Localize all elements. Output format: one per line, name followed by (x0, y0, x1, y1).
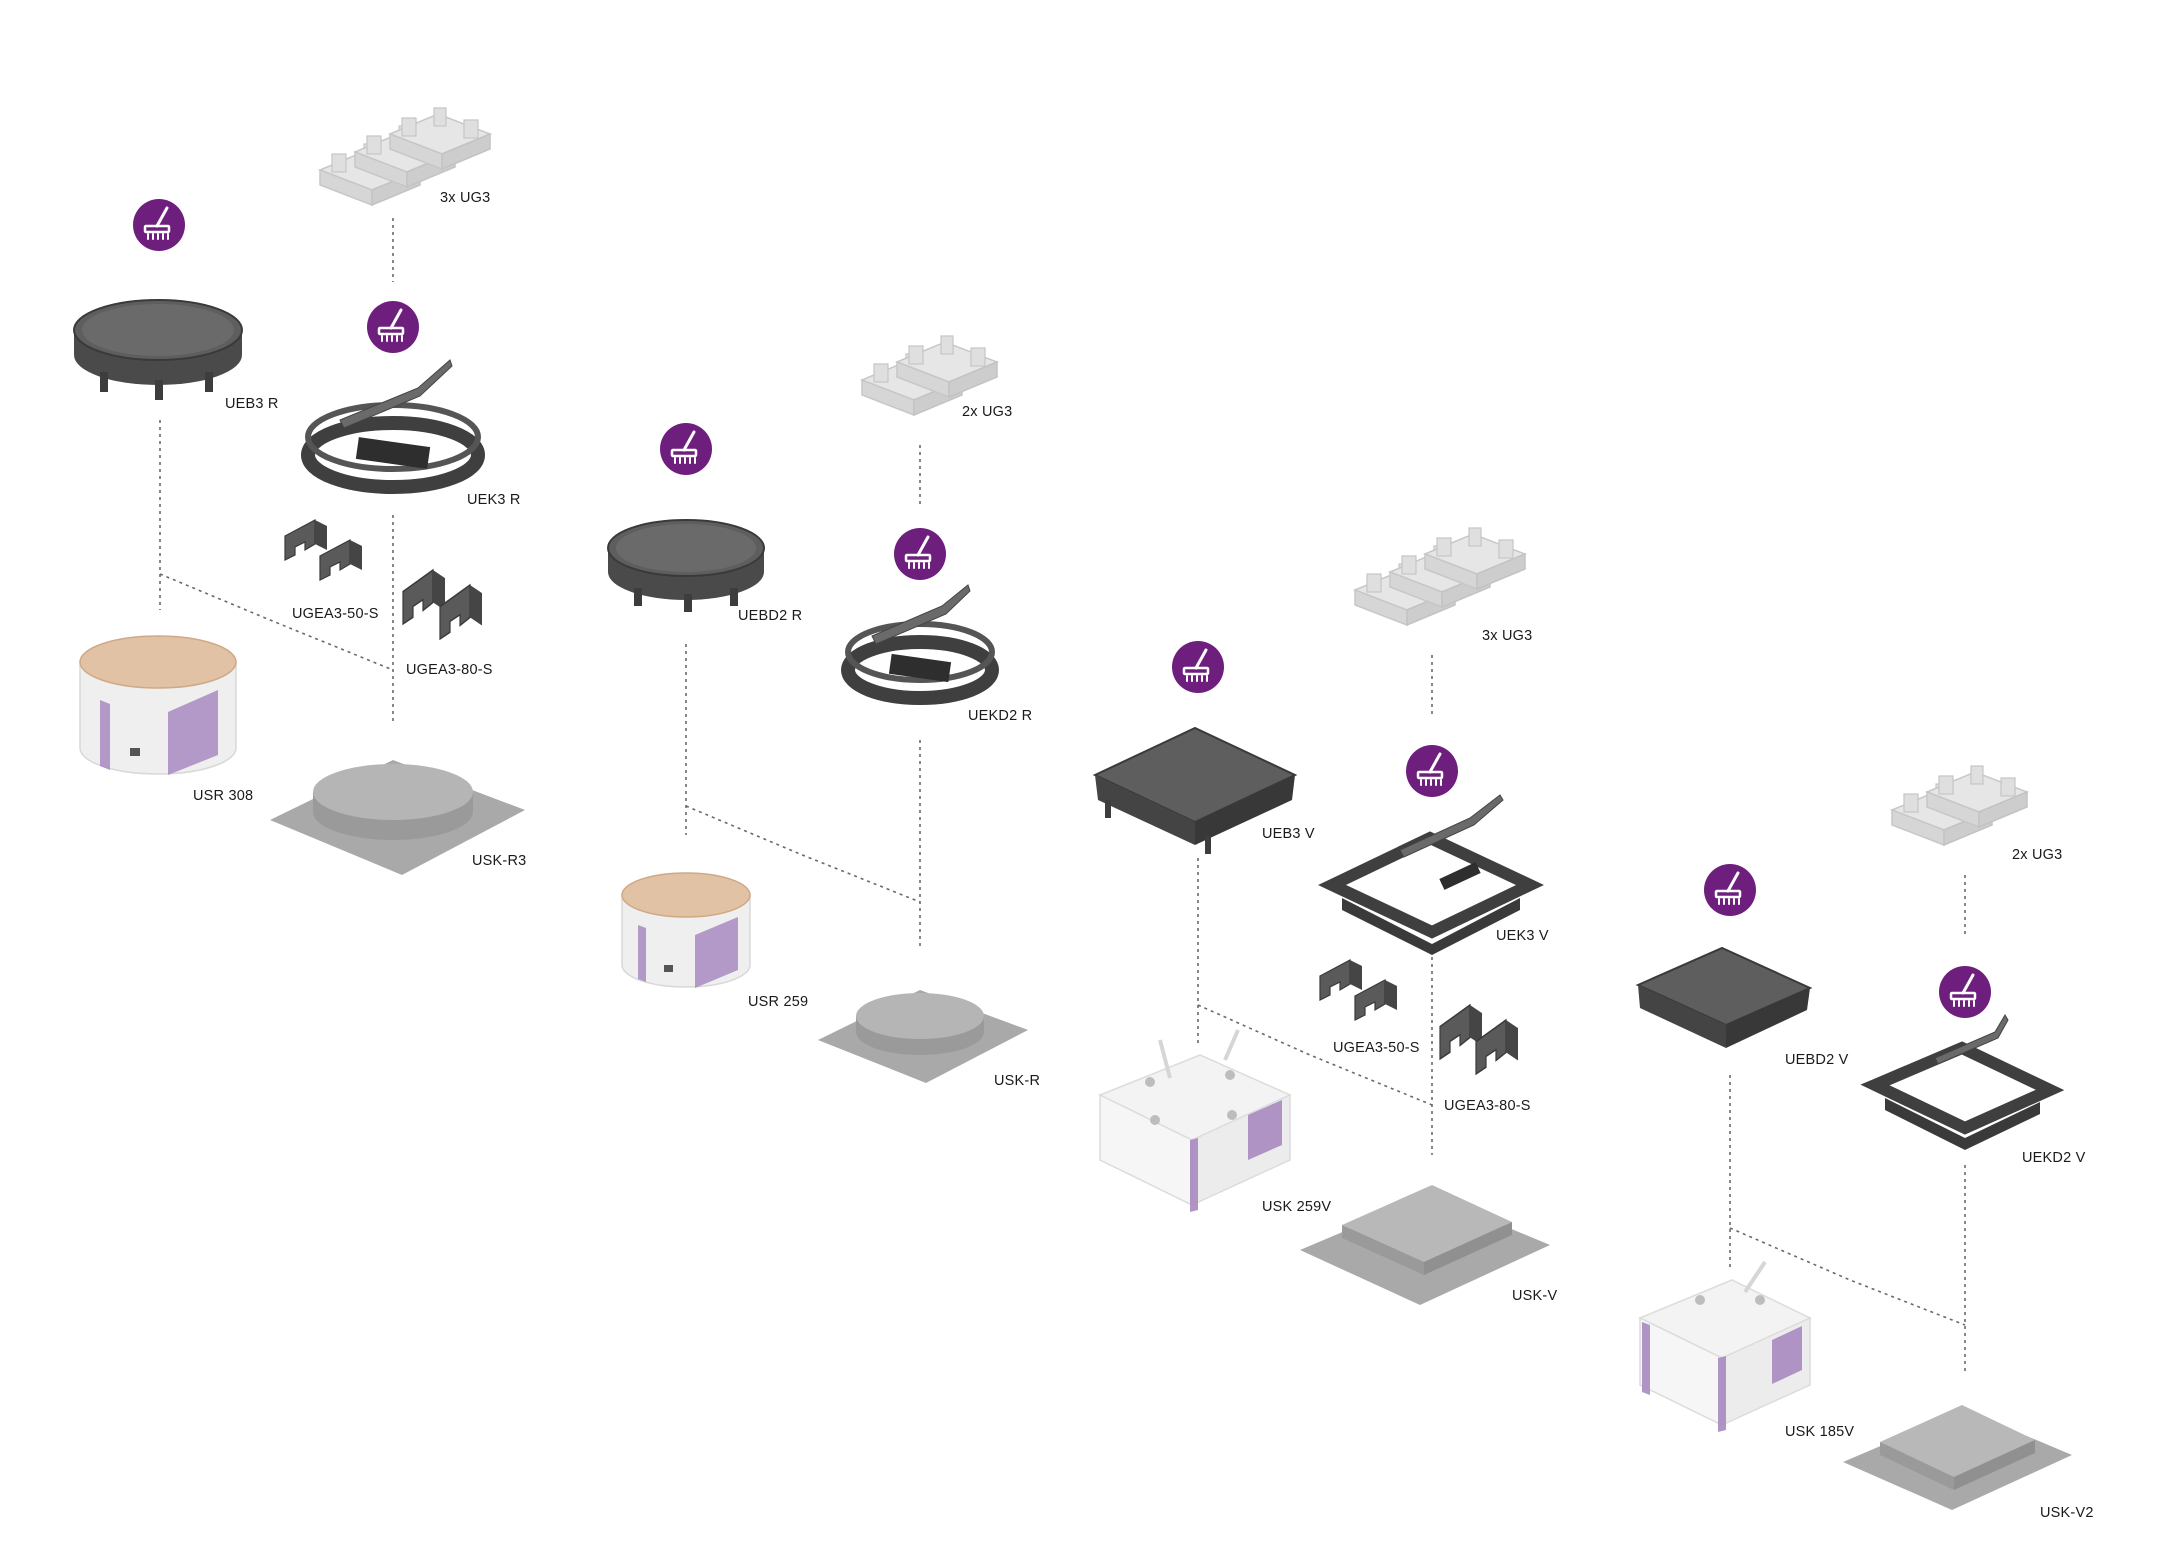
label-usr-308: USR 308 (193, 788, 254, 804)
trowel-icon (365, 299, 421, 355)
uebr3-lid-drawing (73, 299, 243, 400)
label-uekd2-v: UEKD2 V (2022, 1150, 2086, 1166)
label-3x-ug3-g1: 3x UG3 (440, 190, 491, 206)
usk-r3-cap-drawing (270, 760, 525, 875)
label-uebd2-v: UEBD2 V (1785, 1052, 1849, 1068)
label-usk-v: USK-V (1512, 1288, 1558, 1304)
usk-r-cap-drawing (818, 990, 1028, 1083)
label-2x-ug3-g2: 2x UG3 (962, 404, 1013, 420)
label-usk-185v: USK 185V (1785, 1424, 1855, 1440)
label-usr-259: USR 259 (748, 994, 809, 1010)
trowel-icon (892, 526, 948, 582)
ug3-insert-group4 (1891, 765, 2028, 846)
ug3-insert-group3 (1354, 527, 1526, 626)
uebd2v-lid-drawing (1635, 946, 1813, 1048)
label-ugea3-50-s-g1: UGEA3-50-S (292, 606, 379, 622)
trowel-icon (1170, 639, 1226, 695)
usk-v-cap-drawing (1300, 1185, 1550, 1305)
label-uekd2-r: UEKD2 R (968, 708, 1033, 724)
uekd2r-frame-drawing (841, 584, 999, 705)
uek3r-frame-drawing (301, 359, 485, 494)
label-ugea3-50-s-g3: UGEA3-50-S (1333, 1040, 1420, 1056)
label-uek3-v: UEK3 V (1496, 928, 1549, 944)
trowel-icon (658, 421, 714, 477)
label-usk-r: USK-R (994, 1073, 1041, 1089)
ugea3-80-s-drawing-g1 (402, 569, 483, 640)
label-ugea3-80-s-g1: UGEA3-80-S (406, 662, 493, 678)
label-ueb3-v: UEB3 V (1262, 826, 1315, 842)
label-usk-259v: USK 259V (1262, 1199, 1332, 1215)
label-3x-ug3-g3: 3x UG3 (1482, 628, 1533, 644)
label-ugea3-80-s-g3: UGEA3-80-S (1444, 1098, 1531, 1114)
connector-lines (159, 218, 1966, 1375)
label-ueb3-r: UEB3 R (225, 396, 279, 412)
label-uek3-r: UEK3 R (467, 492, 521, 508)
trowel-icon (1937, 964, 1993, 1020)
uek3v-frame-drawing (1318, 794, 1544, 955)
ueb3v-lid-drawing (1092, 726, 1298, 854)
usk185v-box-drawing (1638, 1260, 1812, 1432)
trowel-icon (1702, 862, 1758, 918)
trowel-icon (131, 197, 187, 253)
usr308-ring-drawing (79, 635, 237, 775)
label-usk-v2: USK-V2 (2040, 1505, 2094, 1521)
label-usk-r3: USK-R3 (472, 853, 527, 869)
usr259-ring-drawing (621, 872, 751, 988)
label-2x-ug3-g4: 2x UG3 (2012, 847, 2063, 863)
label-uebd2-r: UEBD2 R (738, 608, 803, 624)
uebd2r-lid-drawing (607, 519, 765, 612)
trowel-icon (1404, 743, 1460, 799)
ugea3-50-s-drawing-g1 (284, 519, 363, 581)
ugea3-50-s-drawing-g3 (1319, 959, 1398, 1021)
uekd2v-frame-drawing (1860, 1014, 2065, 1150)
ugea3-80-s-drawing-g3 (1439, 1004, 1519, 1075)
usk-v2-cap-drawing (1843, 1405, 2072, 1510)
usk259v-box-drawing (1098, 1029, 1292, 1212)
